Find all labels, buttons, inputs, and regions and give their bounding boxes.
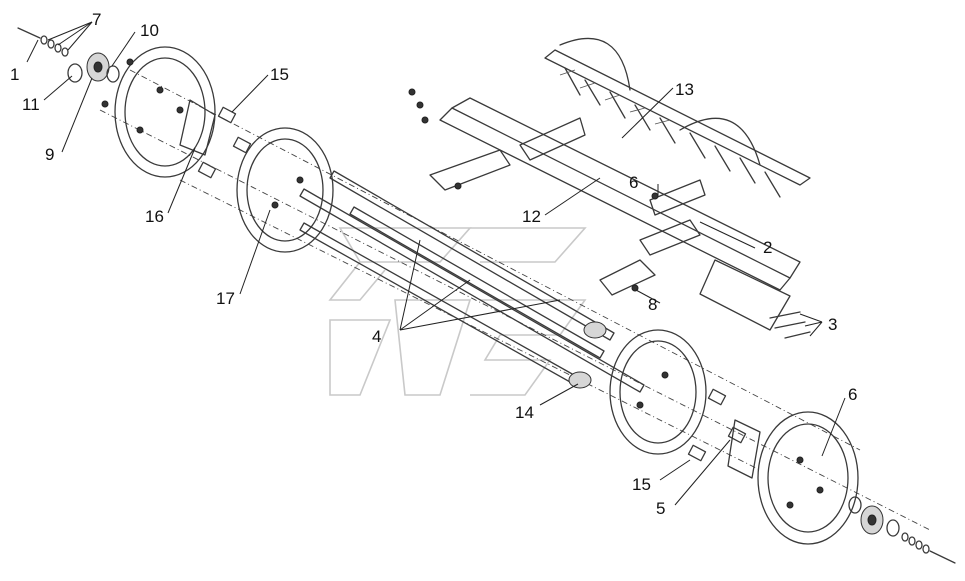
callout-4: 4 xyxy=(372,327,381,346)
callout-11: 11 xyxy=(22,95,40,114)
left-bearing-stack xyxy=(17,27,134,108)
callout-1: 1 xyxy=(10,65,19,84)
callout-16: 16 xyxy=(145,207,164,226)
callout-3: 3 xyxy=(828,315,837,334)
frame-assembly xyxy=(429,97,801,331)
callout-15-right: 15 xyxy=(632,475,651,494)
callout-6-bottom: 6 xyxy=(848,385,857,404)
right-wheel-assembly xyxy=(609,329,859,545)
callout-9: 9 xyxy=(45,145,54,164)
callout-15-left: 15 xyxy=(270,65,289,84)
callout-13: 13 xyxy=(675,80,694,99)
callout-labels: 1 7 10 11 9 15 16 17 13 6 12 2 8 3 4 14 … xyxy=(10,10,857,518)
callout-14: 14 xyxy=(515,403,534,422)
callout-10: 10 xyxy=(140,21,159,40)
callout-6-top: 6 xyxy=(629,173,638,192)
callout-5: 5 xyxy=(656,499,665,518)
tine-rake xyxy=(544,37,811,198)
callout-17: 17 xyxy=(216,289,235,308)
watermark-logo xyxy=(328,227,587,396)
callout-8: 8 xyxy=(648,295,657,314)
callout-7: 7 xyxy=(92,10,101,29)
leader-lines xyxy=(26,21,846,506)
callout-2: 2 xyxy=(763,238,772,257)
axis-lines xyxy=(99,69,931,531)
shafts xyxy=(299,170,645,393)
callout-12: 12 xyxy=(522,207,541,226)
left-wheel-assembly xyxy=(114,46,334,253)
right-bearing-stack xyxy=(848,496,956,564)
bolts-group xyxy=(408,88,811,339)
